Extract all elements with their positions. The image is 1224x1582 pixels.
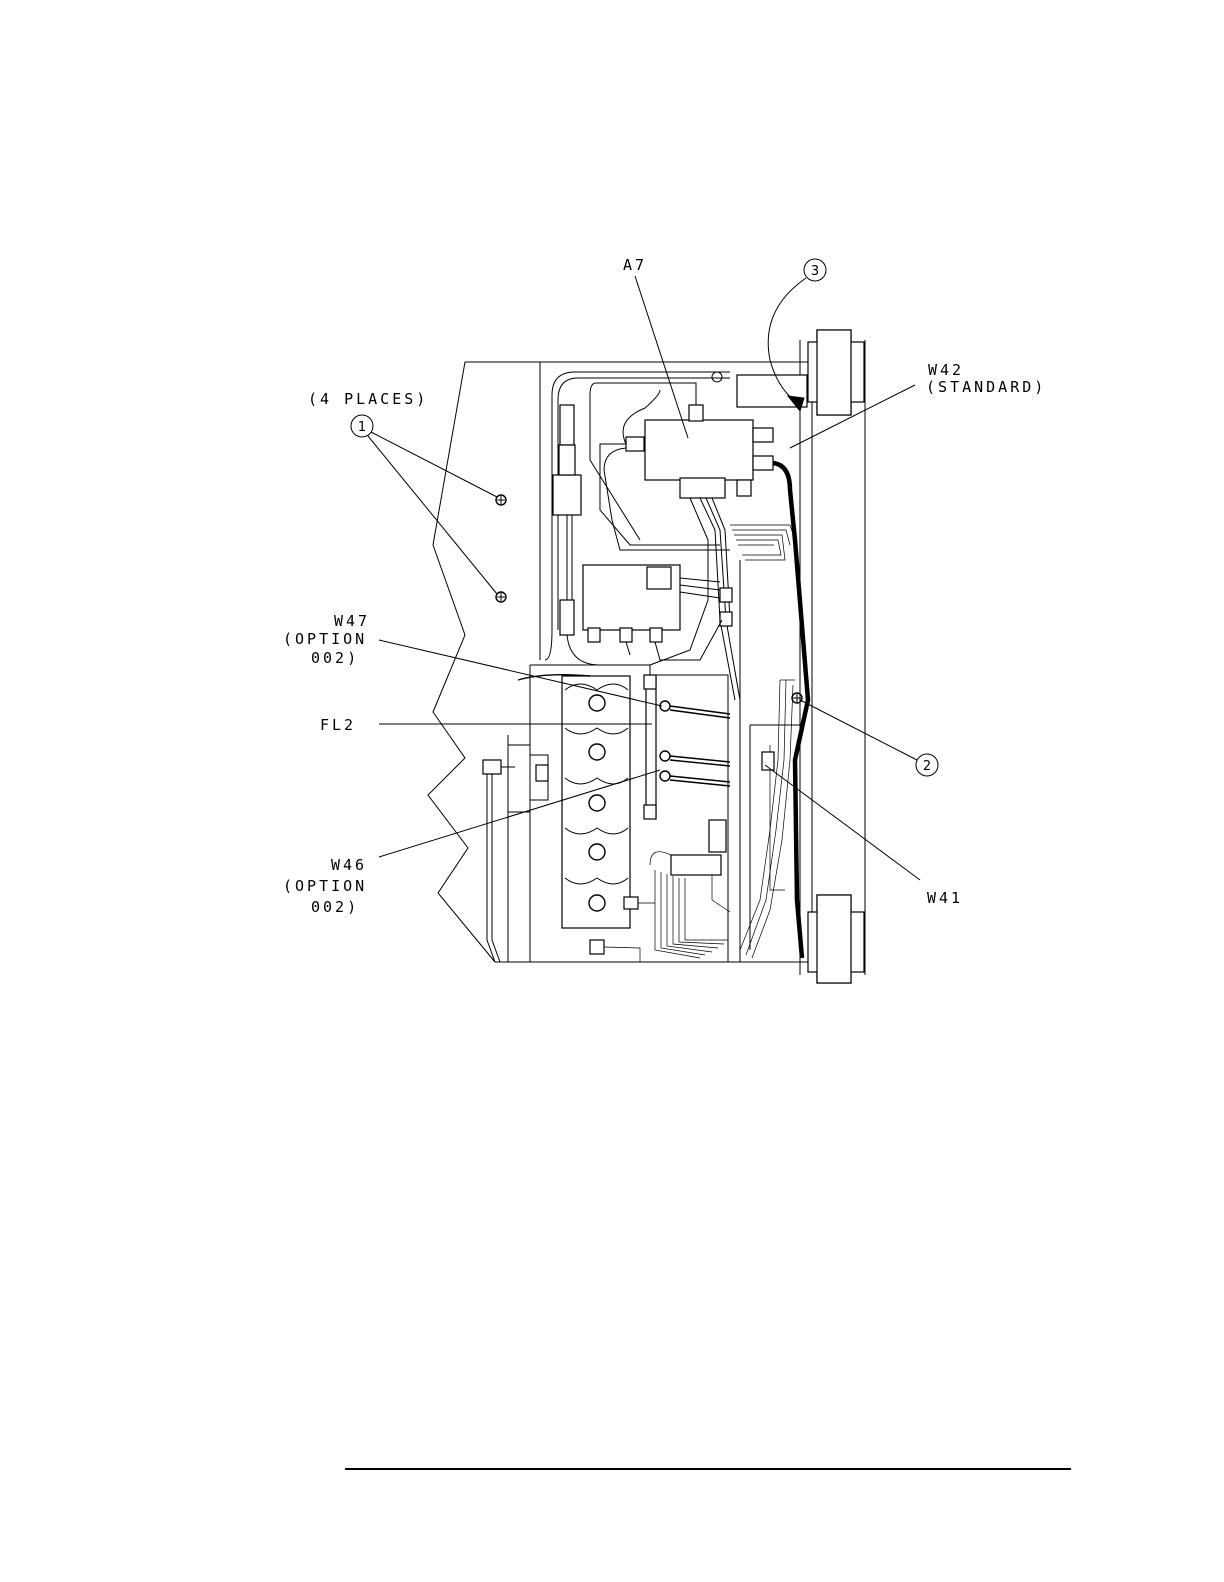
label-4-places: (4 PLACES) <box>308 390 428 408</box>
label-w47-option: (OPTION <box>283 630 367 648</box>
label-fl2: FL2 <box>320 716 356 734</box>
label-a7: A7 <box>623 256 647 274</box>
callout-2: 2 <box>800 700 938 776</box>
label-w46-002: 002) <box>311 898 359 916</box>
w42-cable <box>773 463 808 958</box>
label-w47-002: 002) <box>311 649 359 667</box>
label-w41: W41 <box>927 889 963 907</box>
callout-1: 1 <box>351 415 497 594</box>
chassis-feet <box>808 330 864 983</box>
relay-block <box>583 565 732 660</box>
svg-text:1: 1 <box>358 420 366 435</box>
a7-module <box>590 375 807 700</box>
svg-text:3: 3 <box>811 264 819 279</box>
fl2-filter <box>562 675 730 928</box>
label-w46-option: (OPTION <box>283 877 367 895</box>
label-w42: W42 <box>928 361 964 379</box>
label-w46: W46 <box>331 856 367 874</box>
svg-text:2: 2 <box>923 759 931 774</box>
label-w42-standard: (STANDARD) <box>926 378 1046 396</box>
label-w47: W47 <box>334 612 370 630</box>
